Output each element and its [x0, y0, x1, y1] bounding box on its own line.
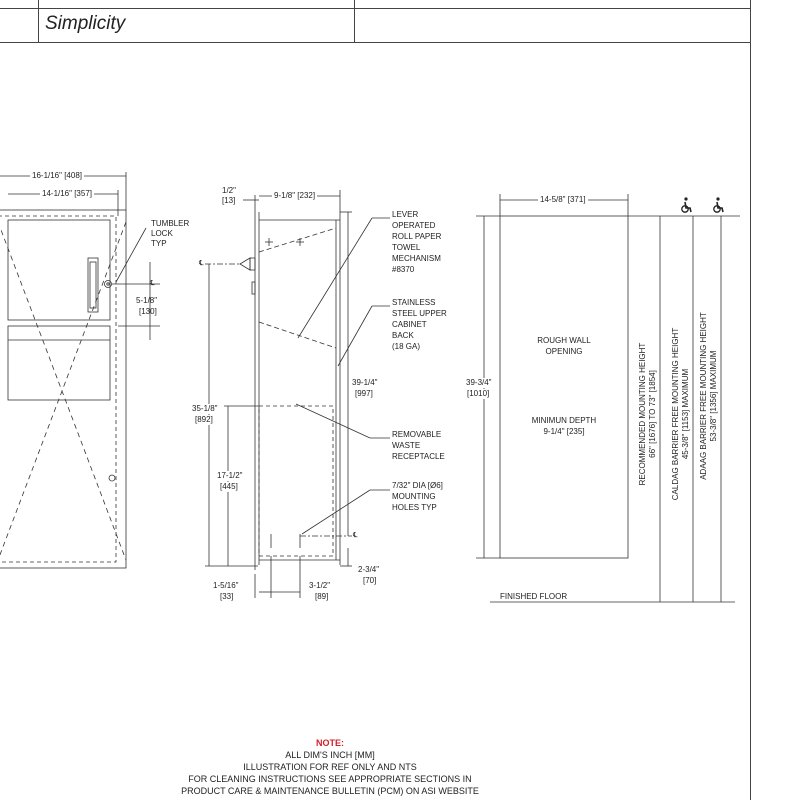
opening-dim-height: 39-3/4" [466, 378, 492, 388]
callout-lock: LOCK [151, 229, 173, 238]
callout-tumbler: TUMBLER [151, 219, 190, 228]
label-opening: OPENING [545, 347, 583, 356]
centerline-mark: ℄ [150, 280, 155, 287]
note-line-2: ILLUSTRATION FOR REF ONLY AND NTS [243, 762, 417, 772]
adaag-height-title: ADAAG BARRIER FREE MOUNTING HEIGHT [699, 312, 708, 480]
label-rough-wall: ROUGH WALL [537, 336, 591, 345]
callout-back-4: BACK [392, 331, 414, 340]
side-view-dimensions [205, 190, 352, 598]
note-heading: NOTE: [316, 738, 344, 748]
caldag-height-value: 45-3/8" [1153] MAXIMUM [681, 368, 690, 460]
callout-lever-5: MECHANISM [392, 254, 441, 263]
dim-hole-spacing-mm: [89] [315, 592, 329, 601]
callout-lever-6: #8370 [392, 265, 415, 274]
callout-lever-3: ROLL PAPER [392, 232, 442, 241]
side-view-cabinet [239, 212, 341, 570]
callout-back-3: CABINET [392, 320, 427, 329]
caldag-height-title: CALDAG BARRIER FREE MOUNTING HEIGHT [671, 327, 680, 501]
dim-centerline-height-mm: [892] [195, 415, 213, 425]
dim-inner-width: 14-1/16" [357] [40, 189, 94, 199]
dim-overall-width: 16-1/16" [408] [30, 171, 84, 181]
dim-flange: 1/2" [222, 186, 236, 195]
note-block: NOTE: ALL DIM'S INCH [MM] ILLUSTRATION F… [0, 737, 660, 797]
callout-typ: TYP [151, 239, 167, 248]
title-block-bottom-rule [0, 42, 750, 43]
opening-dim-height-mm: [1010] [467, 389, 490, 399]
title-block-divider-right [354, 0, 355, 42]
dim-lock-offset: 5-1/8" [136, 296, 158, 305]
wheelchair-icon [681, 197, 724, 213]
adaag-height-value: 53-3/8" [1356] MAXIMUM [709, 350, 718, 442]
recommended-height-title: RECOMMENDED MOUNTING HEIGHT [638, 342, 647, 486]
note-line-3: FOR CLEANING INSTRUCTIONS SEE APPROPRIAT… [188, 774, 472, 784]
label-min-depth-value: 9-1/4" [235] [543, 427, 585, 436]
note-line-4: PRODUCT CARE & MAINTENANCE BULLETIN (PCM… [181, 786, 479, 796]
note-line-1: ALL DIM'S INCH [MM] [285, 750, 375, 760]
dim-waste-mm: [445] [220, 482, 238, 492]
callout-waste-1: REMOVABLE [392, 430, 442, 439]
adaag-height-label: ADAAG BARRIER FREE MOUNTING HEIGHT 53-3/… [699, 256, 719, 536]
recommended-height-label: RECOMMENDED MOUNTING HEIGHT 66" [1676] T… [638, 274, 658, 554]
callout-holes-3: HOLES TYP [392, 503, 437, 512]
callout-waste-2: WASTE [392, 441, 421, 450]
dim-hole-left-mm: [33] [220, 592, 234, 601]
page-title: Simplicity [45, 13, 126, 34]
dim-upper: 39-1/4" [352, 378, 378, 388]
callout-lever-2: OPERATED [392, 221, 436, 230]
dim-bottom-offset-mm: [70] [363, 576, 377, 585]
dim-lock-offset-mm: [130] [139, 307, 157, 316]
title-block-divider-left [38, 0, 39, 42]
dim-centerline-height: 35-1/8" [192, 404, 218, 414]
side-centerline-mark: ℄ [199, 260, 204, 267]
side-view-leaders [295, 217, 390, 535]
dim-upper-mm: [997] [355, 389, 373, 399]
dim-hole-spacing: 3-1/2" [309, 581, 331, 590]
callout-waste-3: RECEPTACLE [392, 452, 445, 461]
dim-hole-left: 1-5/16" [213, 581, 239, 590]
callout-lever-1: LEVER [392, 210, 419, 219]
dim-waste: 17-1/2" [217, 471, 243, 481]
callout-back-5: (18 GA) [392, 342, 421, 351]
opening-dim-width: 14-5/8" [371] [538, 195, 588, 205]
side-centerline-mark-low: ℄ [353, 532, 358, 539]
title-block-top-rule [0, 8, 750, 9]
callout-back-2: STEEL UPPER [392, 309, 447, 318]
caldag-height-label: CALDAG BARRIER FREE MOUNTING HEIGHT 45-3… [671, 274, 691, 554]
recommended-height-value: 66" [1676] TO 73" [1854] [648, 370, 657, 458]
callout-holes-2: MOUNTING [392, 492, 436, 501]
finished-floor-label: FINISHED FLOOR [500, 592, 568, 601]
label-min-depth: MINIMUN DEPTH [531, 416, 597, 425]
dim-bottom-offset: 2-3/4" [358, 565, 380, 574]
callout-holes-1: 7/32" DIA [Ø6] [392, 481, 443, 490]
sheet-right-border [750, 0, 751, 800]
dim-flange-mm: [13] [222, 196, 236, 205]
front-view-cabinet [0, 209, 127, 569]
callout-lever-4: TOWEL [392, 243, 421, 252]
dim-depth: 9-1/8" [232] [272, 191, 318, 201]
callout-back-1: STAINLESS [392, 298, 436, 307]
